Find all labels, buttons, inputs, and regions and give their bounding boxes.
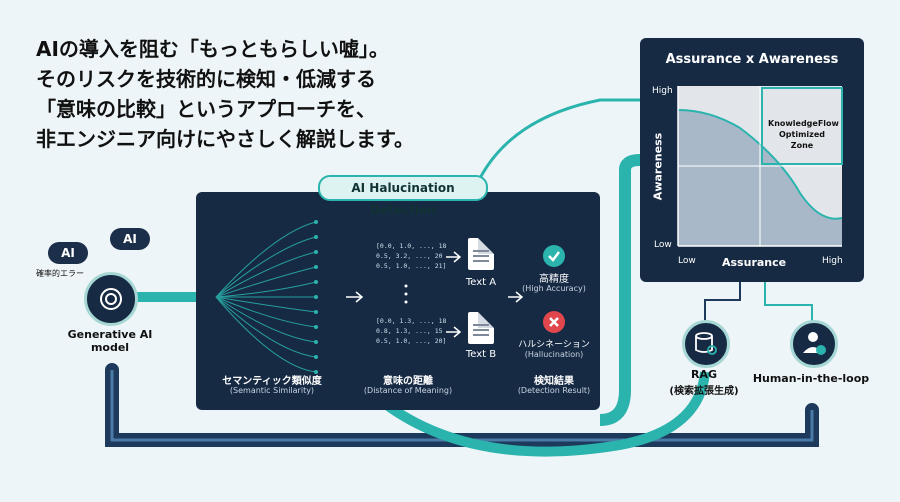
detection-badge: AI Halucination Detection	[318, 175, 488, 217]
hitl-label: Human-in-the-loop	[752, 372, 870, 385]
cloud-ai-right: AI	[110, 228, 150, 250]
high-accuracy-en: (High Accuracy)	[522, 284, 586, 293]
distance-en: (Distance of Meaning)	[363, 386, 453, 395]
check-icon	[543, 245, 565, 267]
x-low-label: Low	[678, 256, 696, 266]
text-b-label: Text B	[465, 349, 497, 360]
database-search-icon	[695, 332, 717, 355]
detection-panel	[196, 192, 600, 410]
document-b-icon	[468, 312, 494, 344]
openai-logo-icon	[100, 288, 122, 310]
x-high-label: High	[822, 256, 843, 266]
cross-icon	[543, 311, 565, 333]
generative-ai-node	[84, 272, 138, 326]
x-axis-label: Assurance	[722, 256, 787, 269]
assurance-awareness-chart	[677, 86, 843, 247]
hallucination-label: ハルシネーション	[518, 340, 590, 350]
semantic-fan	[215, 220, 524, 374]
matrix-b: [0.0, 1.3, ..., 18 0.8, 1.3, ..., 15 0.5…	[376, 317, 447, 345]
generative-ai-label: Generative AI model	[67, 328, 153, 354]
y-axis-label: Awareness	[651, 132, 665, 201]
matrix-a: [0.0, 1.0, ..., 18 0.5, 3.2, ..., 20 0.5…	[376, 242, 447, 270]
semantic-similarity-en: (Semantic Similarity)	[229, 386, 315, 395]
distance-label: 意味の距離	[383, 376, 433, 387]
cloud-ai-left: AI	[48, 242, 88, 264]
semantic-similarity-label: セマンティック類似度	[222, 376, 322, 387]
y-low-label: Low	[654, 240, 672, 250]
hallucination-en: (Hallucination)	[524, 350, 584, 359]
headline: AIの導入を阻む「もっともらしい嘘」。 そのリスクを技術的に検知・低減する 「意…	[36, 37, 414, 151]
detection-result-en: (Detection Result)	[517, 386, 591, 395]
chart-title: Assurance x Awareness	[665, 52, 839, 67]
high-accuracy-label: 高精度	[539, 274, 569, 285]
rag-label: RAG	[690, 368, 717, 381]
human-in-the-loop-node	[790, 320, 838, 368]
y-high-label: High	[652, 86, 673, 96]
person-check-icon	[803, 332, 826, 355]
text-a-label: Text A	[465, 277, 497, 288]
rag-sub-label: (検索拡張生成)	[669, 386, 739, 397]
probabilistic-error-label: 確率的エラー	[36, 269, 84, 278]
rag-node	[682, 320, 730, 368]
document-a-icon	[468, 238, 494, 270]
optimized-zone-label: KnowledgeFlow Optimized Zone	[768, 119, 839, 150]
detection-result-label: 検知結果	[534, 376, 574, 387]
